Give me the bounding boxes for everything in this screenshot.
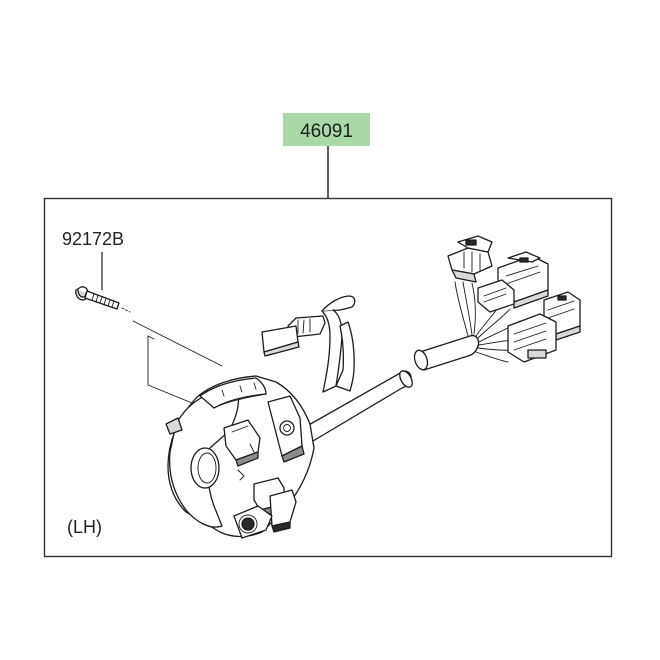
connector-middle xyxy=(477,251,549,313)
part-number-92172B[interactable]: 92172B xyxy=(62,229,124,249)
connector-upper xyxy=(447,235,493,283)
handlebar-tube xyxy=(299,370,413,445)
wire-harness xyxy=(321,295,356,393)
assembly-frame xyxy=(43,197,613,558)
bolt-guide-lines xyxy=(132,320,223,406)
part-number-highlight xyxy=(283,113,370,146)
harness-sleeve xyxy=(413,334,480,371)
part-number-46091-callout[interactable]: 46091 xyxy=(283,113,370,146)
dimmer-switch xyxy=(223,419,261,467)
housing-detail-marks xyxy=(237,443,255,481)
part-number-46091: 46091 xyxy=(300,121,353,142)
connector-lower xyxy=(507,291,581,363)
horn-button xyxy=(233,505,273,539)
side-note-lh: (LH) xyxy=(67,517,102,537)
bolt-illustration xyxy=(75,286,131,313)
small-connector xyxy=(261,315,326,357)
upper-switch-button xyxy=(267,395,305,463)
